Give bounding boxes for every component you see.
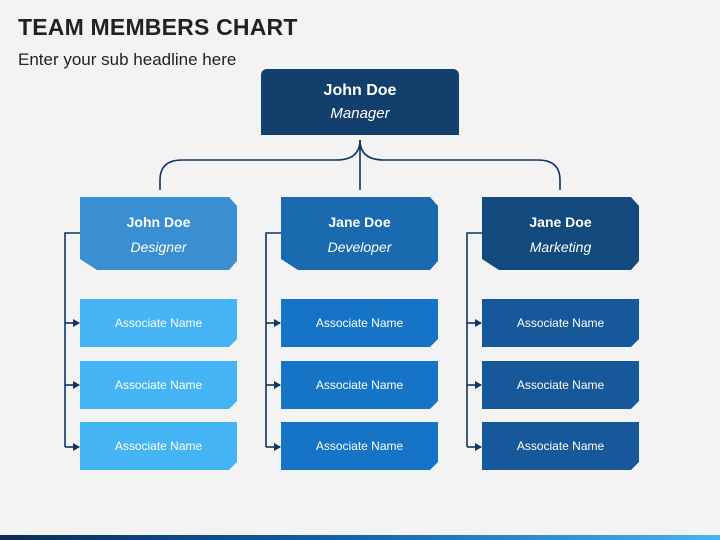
lead-box-marketing: Jane Doe Marketing [482,197,639,270]
page-subtitle: Enter your sub headline here [18,50,237,69]
manager-box: John Doe Manager [261,69,459,135]
associate-box: Associate Name [482,299,639,347]
manager-role: Manager [330,105,390,122]
associate-box: Associate Name [80,422,237,470]
column-2-bracket [265,232,281,447]
manager-name: John Doe [323,82,397,99]
associate-box: Associate Name [80,361,237,409]
lead-box-designer: John Doe Designer [80,197,237,270]
column-3-bracket [466,232,482,447]
lead-role: Marketing [529,239,592,255]
lead-role: Developer [327,239,392,255]
lead-name: Jane Doe [328,214,391,230]
lead-role: Designer [130,239,187,255]
lead-name: Jane Doe [529,214,592,230]
associate-box: Associate Name [482,361,639,409]
associate-box: Associate Name [281,299,438,347]
associate-box: Associate Name [281,361,438,409]
column-1-bracket [64,232,80,447]
page-title: TEAM MEMBERS CHART [18,14,298,40]
footer-gradient-bar [0,535,720,540]
associate-box: Associate Name [281,422,438,470]
associate-box: Associate Name [80,299,237,347]
associate-box: Associate Name [482,422,639,470]
lead-name: John Doe [126,214,191,230]
lead-box-developer: Jane Doe Developer [281,197,438,270]
